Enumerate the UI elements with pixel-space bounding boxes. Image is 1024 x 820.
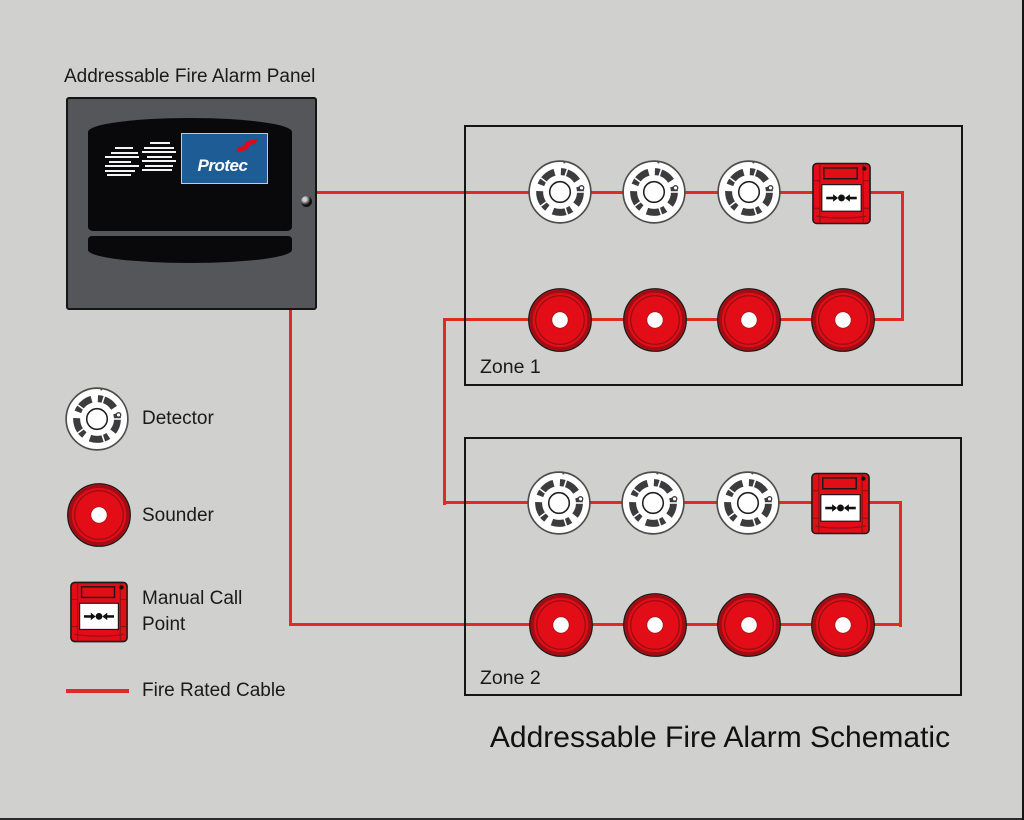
sounder-icon bbox=[528, 592, 594, 658]
sounder-icon bbox=[810, 287, 876, 353]
fire-alarm-panel: Protec bbox=[66, 97, 317, 310]
legend-manual-call-point-label: Manual Call Point bbox=[142, 588, 243, 636]
cable-zone1-to-zone2-drop bbox=[443, 318, 446, 505]
cable-zone2-right-drop bbox=[899, 501, 902, 627]
panel-lower-door bbox=[88, 236, 292, 263]
cable-zone1-right-drop bbox=[901, 191, 904, 321]
cable-zone2-sounder-row bbox=[289, 623, 902, 626]
sounder-icon bbox=[527, 287, 593, 353]
manual-call-point-icon bbox=[68, 580, 130, 644]
sounder-icon bbox=[716, 592, 782, 658]
brand-logo: Protec bbox=[181, 133, 268, 184]
brand-name: Protec bbox=[197, 156, 248, 175]
legend-sounder-label: Sounder bbox=[142, 505, 214, 526]
sounder-icon bbox=[716, 287, 782, 353]
legend-cable-label: Fire Rated Cable bbox=[142, 680, 286, 701]
detector-icon bbox=[526, 470, 592, 536]
panel-display-lines bbox=[142, 142, 176, 171]
schematic-title: Addressable Fire Alarm Schematic bbox=[489, 721, 951, 754]
sounder-icon bbox=[810, 592, 876, 658]
detector-icon bbox=[716, 159, 782, 225]
detector-icon bbox=[621, 159, 687, 225]
detector-icon bbox=[527, 159, 593, 225]
manual-call-point-icon bbox=[809, 471, 872, 536]
cable-panel-to-zone1-detectors bbox=[313, 191, 903, 194]
panel-display-lines bbox=[105, 147, 139, 176]
sounder-icon bbox=[622, 592, 688, 658]
panel-lock-knob bbox=[301, 196, 312, 207]
sounder-icon bbox=[622, 287, 688, 353]
sounder-icon bbox=[66, 482, 132, 548]
panel-caption: Addressable Fire Alarm Panel bbox=[64, 66, 316, 87]
legend-detector-label: Detector bbox=[142, 408, 214, 429]
zone2-label: Zone 2 bbox=[480, 667, 541, 689]
zone2-boundary bbox=[464, 437, 962, 696]
zone1-boundary bbox=[464, 125, 963, 386]
detector-icon bbox=[64, 386, 130, 452]
detector-icon bbox=[620, 470, 686, 536]
zone1-label: Zone 1 bbox=[480, 356, 541, 378]
panel-screen: Protec bbox=[88, 118, 292, 231]
detector-icon bbox=[715, 470, 781, 536]
cable-return-to-panel bbox=[289, 308, 292, 626]
brand-flame-icon bbox=[236, 144, 250, 152]
fire-rated-cable-swatch bbox=[66, 689, 129, 693]
manual-call-point-icon bbox=[810, 161, 873, 226]
